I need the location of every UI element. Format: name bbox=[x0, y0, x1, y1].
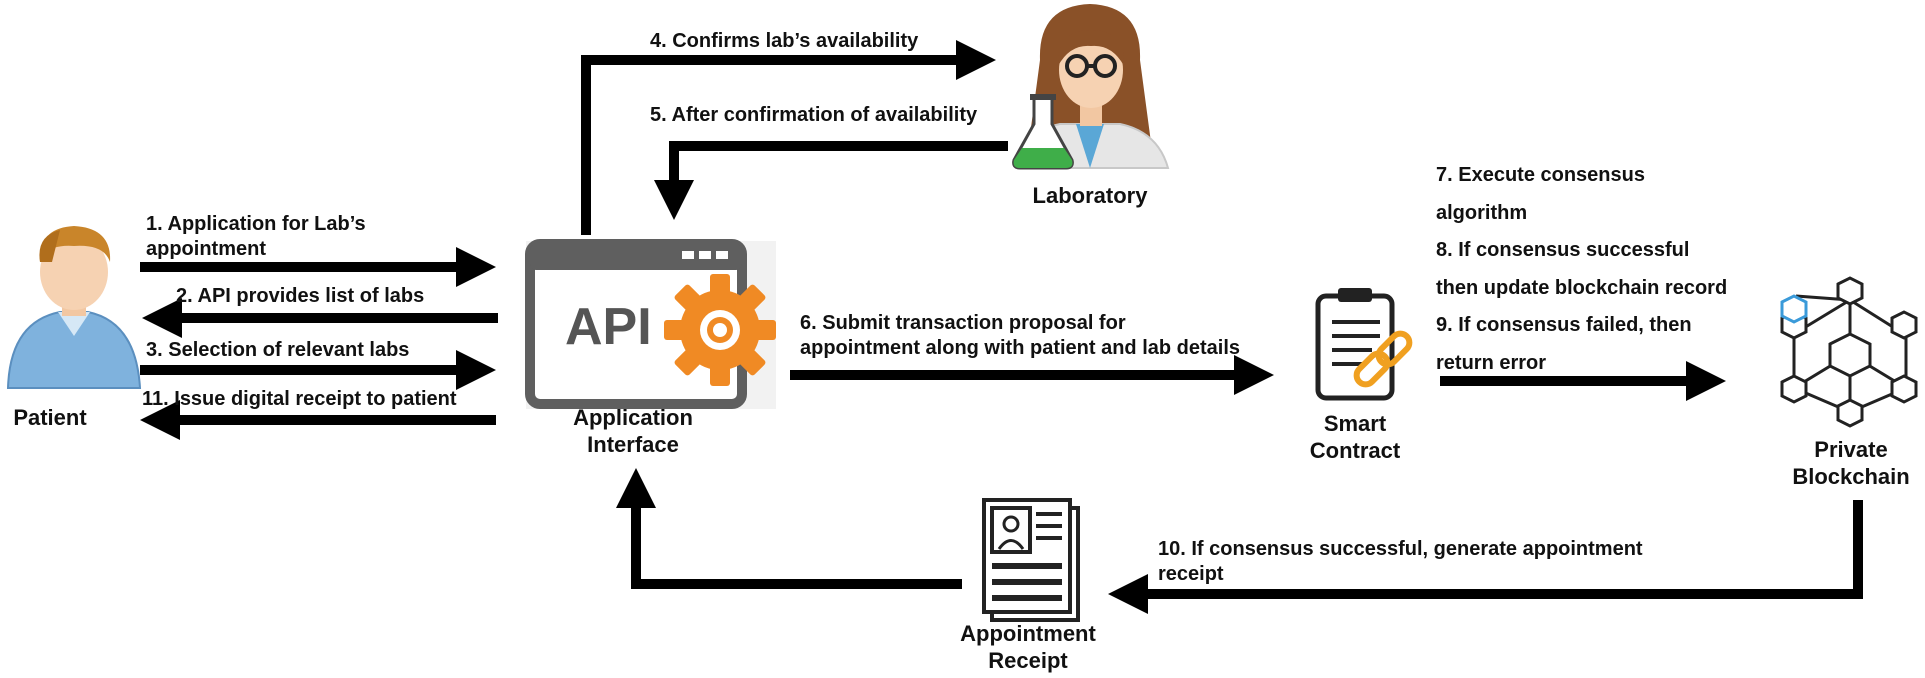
step-3-label: 3. Selection of relevant labs bbox=[146, 339, 410, 361]
chain-link-icon bbox=[1353, 330, 1413, 388]
smart-contract-icon bbox=[1315, 288, 1395, 401]
step-6-line2: appointment along with patient and lab d… bbox=[800, 337, 1241, 359]
step-8-line2: then update blockchain record bbox=[1436, 276, 1728, 299]
step-8-line1: 8. If consensus successful bbox=[1436, 239, 1690, 261]
step-7-line2: algorithm bbox=[1436, 201, 1528, 224]
step-6-line1: 6. Submit transaction proposal for bbox=[800, 312, 1126, 334]
appointment-receipt-icon bbox=[982, 498, 1080, 622]
smart-contract-label: Smart Contract bbox=[1300, 410, 1410, 464]
receipt-label-line2: Receipt bbox=[988, 648, 1068, 673]
blockchain-label-line2: Blockchain bbox=[1792, 464, 1910, 489]
blockchain-label-line1: Private bbox=[1814, 437, 1888, 462]
laboratory-icon bbox=[1012, 4, 1170, 170]
api-logo-text: API bbox=[565, 298, 652, 356]
api-window-icon: API bbox=[525, 239, 776, 409]
api-label-line1: Application bbox=[573, 405, 693, 430]
step-6-label: 6. Submit transaction proposal for appoi… bbox=[800, 311, 1240, 361]
smart-contract-label-line1: Smart bbox=[1323, 411, 1387, 436]
patient-label: Patient bbox=[13, 405, 87, 430]
receipt-label-line1: Appointment bbox=[960, 621, 1096, 646]
api-label: Application Interface bbox=[548, 404, 718, 458]
step-10-line1: 10. If consensus successful, generate ap… bbox=[1158, 538, 1643, 560]
blockchain-label: Private Blockchain bbox=[1776, 436, 1925, 490]
step-7-9-label: 7. Execute consensus algorithm 8. If con… bbox=[1436, 157, 1727, 382]
gear-icon bbox=[664, 274, 776, 386]
step-4-label: 4. Confirms lab’s availability bbox=[650, 30, 919, 52]
arrow-4-confirm bbox=[581, 40, 996, 235]
smart-contract-label-line2: Contract bbox=[1309, 438, 1401, 463]
step-1-label: 1. Application for Lab’s appointment bbox=[146, 212, 366, 262]
step-5-label: 5. After confirmation of availability bbox=[650, 104, 978, 126]
step-9-line1: 9. If consensus failed, then bbox=[1436, 314, 1692, 336]
step-2-label: 2. API provides list of labs bbox=[176, 285, 425, 307]
step-1-line2: appointment bbox=[146, 238, 266, 260]
step-10-label: 10. If consensus successful, generate ap… bbox=[1158, 537, 1643, 587]
patient-icon bbox=[6, 226, 142, 389]
laboratory-label: Laboratory bbox=[1032, 183, 1148, 208]
step-11-label: 11. Issue digital receipt to patient bbox=[142, 388, 457, 410]
arrow-5-after-confirmation bbox=[654, 141, 1008, 220]
step-1-line1: 1. Application for Lab’s bbox=[146, 213, 366, 235]
api-label-line2: Interface bbox=[587, 432, 679, 457]
receipt-label: Appointment Receipt bbox=[948, 620, 1108, 674]
step-9-line2: return error bbox=[1436, 351, 1547, 374]
step-10-line2: receipt bbox=[1158, 563, 1224, 585]
blockchain-network-icon bbox=[1780, 276, 1918, 428]
arrow-10-generate-receipt bbox=[1108, 500, 1863, 614]
arrow-receipt-to-api bbox=[616, 468, 962, 589]
step-7-line1: 7. Execute consensus bbox=[1436, 164, 1645, 186]
